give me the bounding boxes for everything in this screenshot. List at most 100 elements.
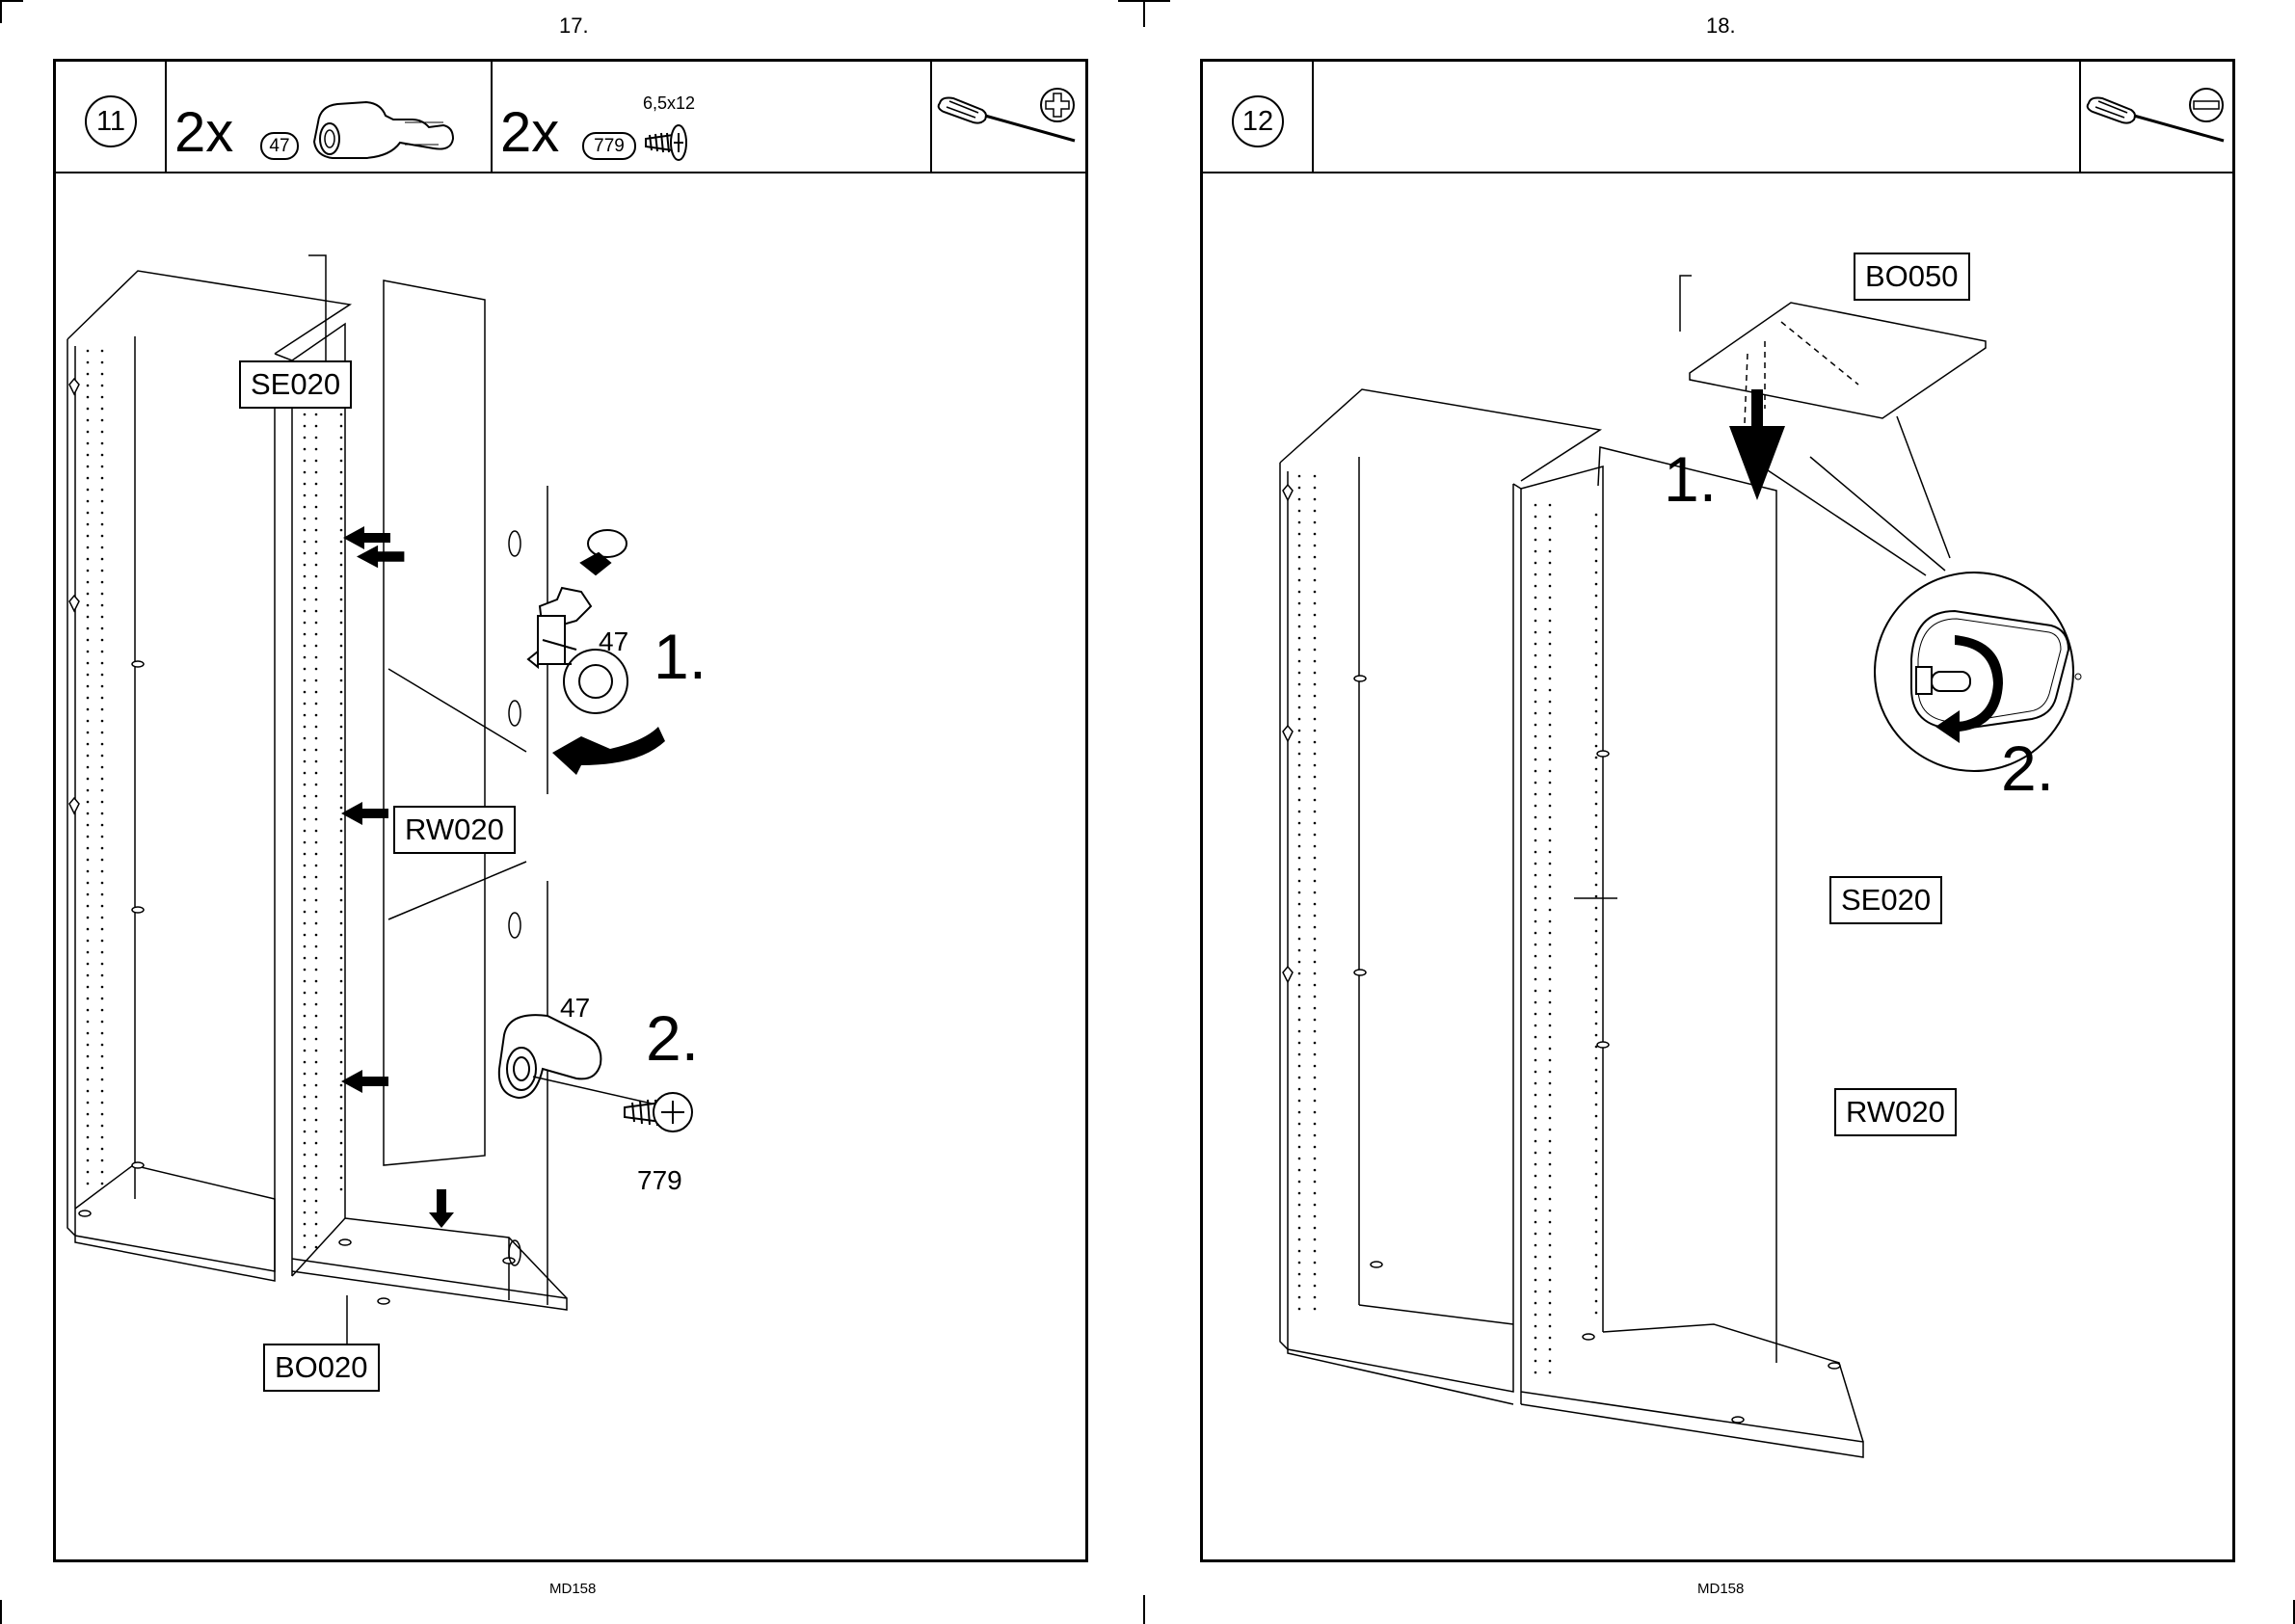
shelf-pin-hole xyxy=(1595,826,1598,829)
shelf-pin-hole xyxy=(315,1026,318,1029)
instruction-panel-step-12: 12 xyxy=(1200,59,2235,1562)
shelf-pin-hole xyxy=(1595,722,1598,725)
shelf-pin-hole xyxy=(1298,753,1301,756)
shelf-pin-hole xyxy=(315,575,318,578)
shelf-pin-hole xyxy=(315,1154,318,1157)
shelf-pin-hole xyxy=(87,789,90,792)
shelf-pin-hole xyxy=(1534,816,1537,819)
shelf-pin-hole xyxy=(1595,838,1598,840)
shelf-pin-hole xyxy=(1298,1192,1301,1195)
shelf-pin-hole xyxy=(1534,1325,1537,1328)
shelf-pin-hole xyxy=(1595,884,1598,887)
shelf-pin-hole xyxy=(87,350,90,353)
shelf-pin-hole xyxy=(1298,880,1301,883)
shelf-pin-hole xyxy=(1549,1071,1552,1074)
shelf-pin-hole xyxy=(87,431,90,434)
shelf-pin-hole xyxy=(1549,770,1552,773)
shelf-pin-hole xyxy=(304,934,307,937)
shelf-pin-hole xyxy=(87,512,90,515)
shelf-pin-hole xyxy=(1549,562,1552,565)
shelf-pin-hole xyxy=(340,552,343,555)
shelf-pin-hole xyxy=(101,812,104,815)
shelf-pin-hole xyxy=(304,610,307,613)
shelf-pin-hole xyxy=(1595,1057,1598,1060)
shelf-pin-hole xyxy=(315,760,318,763)
shelf-pin-hole xyxy=(304,656,307,659)
shelf-pin-hole xyxy=(340,1003,343,1006)
footer-model-code: MD158 xyxy=(549,1581,596,1597)
shelf-pin-hole xyxy=(1595,514,1598,517)
shelf-pin-hole xyxy=(1595,676,1598,679)
shelf-pin-hole xyxy=(1534,1152,1537,1155)
shelf-pin-hole xyxy=(87,558,90,561)
shelf-pin-hole xyxy=(87,986,90,989)
shelf-pin-hole xyxy=(304,483,307,486)
shelf-pin-hole xyxy=(340,784,343,786)
shelf-pin-hole xyxy=(1595,548,1598,551)
shelf-pin-hole xyxy=(1595,699,1598,702)
shelf-pin-hole xyxy=(101,708,104,711)
shelf-pin-hole xyxy=(101,512,104,515)
shelf-pin-hole xyxy=(87,419,90,422)
shelf-pin-hole xyxy=(101,1136,104,1139)
shelf-pin-hole xyxy=(340,1015,343,1018)
shelf-pin-hole xyxy=(1534,1175,1537,1178)
shelf-pin-hole xyxy=(1314,1296,1317,1299)
shelf-pin-hole xyxy=(304,1003,307,1006)
rotate-arrow xyxy=(552,727,665,775)
shelf-pin-hole xyxy=(87,882,90,885)
shelf-pin-hole xyxy=(1298,545,1301,547)
shelf-pin-hole xyxy=(87,604,90,607)
shelf-pin-hole xyxy=(1314,949,1317,952)
shelf-pin-hole xyxy=(340,945,343,948)
shelf-pin-hole xyxy=(1298,903,1301,906)
shelf-pin-hole xyxy=(1549,1013,1552,1016)
shelf-pin-hole xyxy=(1314,730,1317,732)
shelf-pin-hole xyxy=(315,1165,318,1168)
shelf-pin-hole xyxy=(340,494,343,497)
shelf-pin-hole xyxy=(1314,903,1317,906)
shelf-pin-hole xyxy=(304,575,307,578)
shelf-pin-hole xyxy=(1314,915,1317,918)
shelf-pin-hole xyxy=(304,668,307,671)
shelf-pin-hole xyxy=(1549,1348,1552,1351)
shelf-pin-hole xyxy=(1314,1134,1317,1137)
crop-mark xyxy=(0,0,2,23)
shelf-pin-hole xyxy=(340,1050,343,1052)
shelf-pin-hole xyxy=(1314,996,1317,998)
shelf-pin-hole xyxy=(1549,1117,1552,1120)
shelf-pin-hole xyxy=(1549,724,1552,727)
shelf-pin-hole xyxy=(1595,572,1598,574)
shelf-pin-hole xyxy=(1298,1308,1301,1311)
shelf-pin-hole xyxy=(101,685,104,688)
shelf-pin-hole xyxy=(304,888,307,891)
shelf-pin-hole xyxy=(101,755,104,758)
crop-mark xyxy=(1143,1595,1145,1624)
shelf-pin-hole xyxy=(1314,683,1317,686)
shelf-pin-hole xyxy=(87,905,90,908)
shelf-pin-hole xyxy=(1314,718,1317,721)
shelf-pin-hole xyxy=(304,807,307,810)
shelf-pin-hole xyxy=(304,494,307,497)
shelf-pin-hole xyxy=(1595,1161,1598,1164)
shelf-pin-hole xyxy=(1549,631,1552,634)
shelf-pin-hole xyxy=(1298,510,1301,513)
shelf-pin-hole xyxy=(87,755,90,758)
shelf-pin-hole xyxy=(101,651,104,653)
shelf-pin-hole xyxy=(1595,918,1598,921)
shelf-pin-hole xyxy=(1314,764,1317,767)
shelf-pin-hole xyxy=(315,483,318,486)
shelf-pin-hole xyxy=(1314,799,1317,802)
shelf-pin-hole xyxy=(101,408,104,411)
shelf-pin-hole xyxy=(1534,1291,1537,1293)
shelf-pin-hole xyxy=(1314,776,1317,779)
shelf-pin-hole xyxy=(1298,1250,1301,1253)
shelf-pin-hole xyxy=(1549,654,1552,657)
shelf-pin-hole xyxy=(1314,938,1317,941)
shelf-pin-hole xyxy=(1534,1105,1537,1108)
shelf-pin-hole xyxy=(1534,805,1537,808)
shelf-pin-hole xyxy=(87,893,90,896)
shelf-pin-hole xyxy=(340,575,343,578)
shelf-pin-hole xyxy=(1298,972,1301,975)
shelf-pin-hole xyxy=(101,431,104,434)
